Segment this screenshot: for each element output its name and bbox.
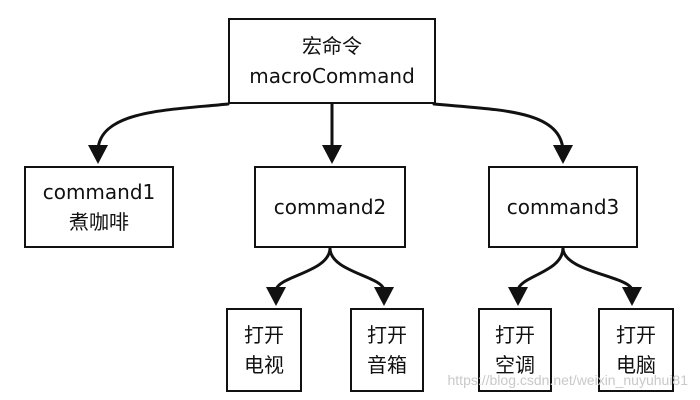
command1-action: 煮咖啡 xyxy=(69,210,129,234)
open-ac-node: 打开 空调 xyxy=(478,308,552,392)
macro-command-title: 宏命令 xyxy=(302,34,362,58)
command1-node: command1 煮咖啡 xyxy=(24,166,174,248)
edge-root-command3 xyxy=(432,102,565,152)
open-speaker-node: 打开 音箱 xyxy=(350,308,424,392)
open-tv-verb: 打开 xyxy=(244,323,284,347)
macro-command-name: macroCommand xyxy=(249,64,415,88)
edge-command3-computer xyxy=(561,246,634,292)
arrowhead-computer xyxy=(622,287,642,306)
arrowhead-command3 xyxy=(553,145,573,164)
macro-command-node: 宏命令 macroCommand xyxy=(228,18,436,104)
command2-name: command2 xyxy=(273,195,387,219)
command3-name: command3 xyxy=(506,195,620,219)
edge-command3-ac xyxy=(516,246,565,292)
edge-root-command1 xyxy=(96,102,230,152)
open-computer-node: 打开 电脑 xyxy=(598,308,674,392)
open-tv-object: 电视 xyxy=(244,353,284,377)
arrowhead-tv xyxy=(266,287,286,306)
edge-command2-tv xyxy=(274,246,332,292)
open-speaker-object: 音箱 xyxy=(367,353,407,377)
open-ac-verb: 打开 xyxy=(495,323,535,347)
command3-node: command3 xyxy=(488,166,638,248)
open-ac-object: 空调 xyxy=(495,353,535,377)
arrowhead-command1 xyxy=(88,145,108,164)
open-speaker-verb: 打开 xyxy=(367,323,407,347)
watermark-text: https://blog.csdn.net/weixin_nuyuhui81 xyxy=(447,372,689,388)
arrowhead-ac xyxy=(508,287,528,306)
edge-command2-speaker xyxy=(328,246,386,292)
command2-node: command2 xyxy=(254,166,406,248)
open-tv-node: 打开 电视 xyxy=(226,308,302,392)
open-computer-verb: 打开 xyxy=(616,323,656,347)
arrowhead-speaker xyxy=(374,287,394,306)
open-computer-object: 电脑 xyxy=(616,353,656,377)
arrowhead-command2 xyxy=(322,145,342,164)
command1-name: command1 xyxy=(42,180,156,204)
